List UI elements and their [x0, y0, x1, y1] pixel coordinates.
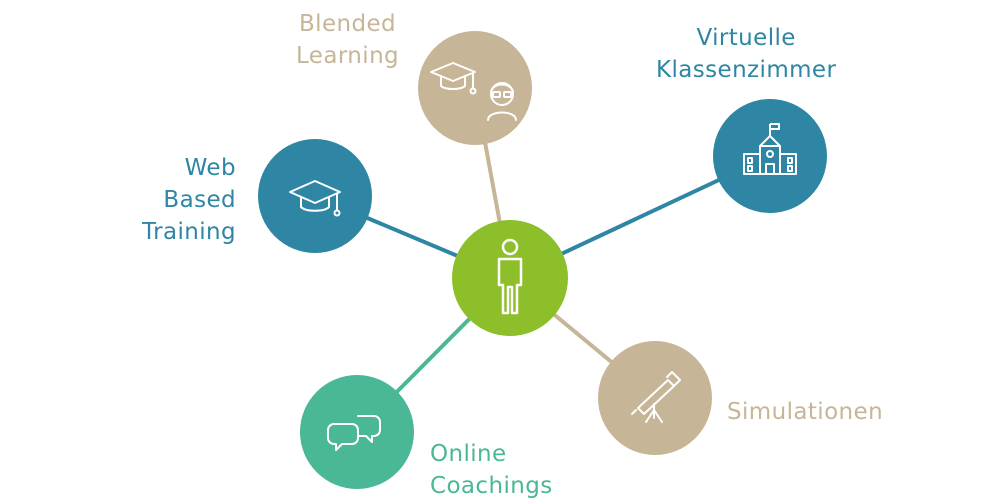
center-node	[452, 220, 568, 336]
web-based-training-label-line-2: Based	[163, 187, 236, 213]
graduation-cap-icon	[289, 180, 341, 217]
person-icon	[497, 238, 523, 315]
blended-learning-node	[418, 31, 532, 145]
virtuelle-klassenzimmer-label-line-1: Virtuelle	[696, 25, 796, 51]
simulationen-node	[598, 341, 712, 455]
online-coachings-label-line-2: Coachings	[430, 473, 553, 499]
web-based-training-node	[258, 139, 372, 253]
web-based-training-label: Web Based Training	[120, 152, 236, 248]
web-based-training-label-line-3: Training	[142, 219, 236, 245]
virtuelle-klassenzimmer-label-line-2: Klassenzimmer	[656, 57, 837, 83]
blended-learning-label: Blended Learning	[296, 8, 399, 72]
telescope-icon	[631, 371, 681, 423]
simulationen-label: Simulationen	[727, 396, 883, 428]
school-building-icon	[743, 123, 797, 175]
web-based-training-label-line-1: Web	[184, 155, 236, 181]
blended-learning-label-line-1: Blended	[299, 11, 397, 37]
simulationen-label-line-1: Simulationen	[727, 399, 884, 425]
online-coachings-label: Online Coachings	[430, 438, 553, 502]
virtuelle-klassenzimmer-label: Virtuelle Klassenzimmer	[656, 22, 836, 86]
blended-learning-label-line-2: Learning	[296, 43, 400, 69]
chat-bubbles-icon	[327, 415, 381, 451]
online-coachings-label-line-1: Online	[430, 441, 507, 467]
graduation-cap-with-person-icon	[430, 62, 517, 121]
